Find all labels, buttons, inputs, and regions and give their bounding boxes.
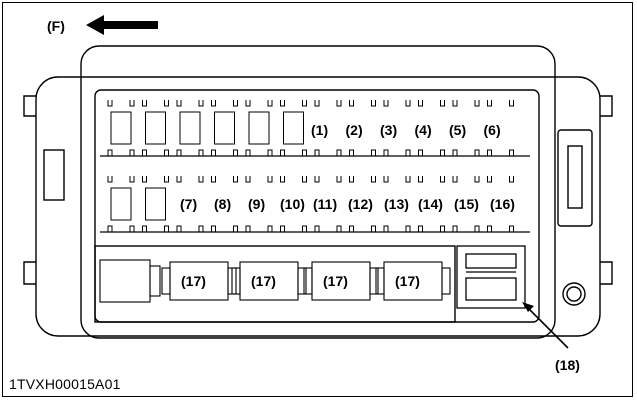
fuse-slot xyxy=(452,100,480,156)
fuse-label: (11) xyxy=(313,196,337,212)
fuse-label: (5) xyxy=(449,122,466,138)
relay-slot xyxy=(303,261,379,301)
relay-label: (17) xyxy=(395,273,420,289)
fuse-label: (2) xyxy=(346,122,363,138)
fuse-box-housing xyxy=(23,45,613,339)
fuse-slot xyxy=(418,100,445,156)
fuse-label: (16) xyxy=(490,196,515,212)
fuse-label: (4) xyxy=(415,122,432,138)
document-id: 1TVXH00015A01 xyxy=(9,376,121,392)
relay-slot xyxy=(375,261,451,301)
fuse-label: (13) xyxy=(384,196,409,212)
fuse-labels-row-2: (7) (8) (9) (10) (11) (12) (13) (14) (15) (16) xyxy=(180,196,515,212)
fuse-slot xyxy=(245,176,273,232)
fuse-labels-row-1: (1) (2) (3) (4) (5) (6) xyxy=(311,122,501,138)
fuse-row-1 xyxy=(107,100,514,156)
relay-labels: (17) (17) (17) (17) xyxy=(181,273,420,289)
callout-arrow xyxy=(522,302,569,349)
fuse-slot xyxy=(452,176,480,232)
fuse-slot xyxy=(487,100,514,156)
relay-label: (17) xyxy=(181,273,206,289)
fuse-slot xyxy=(349,100,376,156)
fuse-slot xyxy=(211,100,238,156)
fuse-slot xyxy=(245,100,273,156)
fuse-slot xyxy=(176,176,204,232)
relay-label: (17) xyxy=(251,273,276,289)
fuse-slot xyxy=(314,176,342,232)
arrow-left-icon xyxy=(86,15,158,35)
fuse-label: (7) xyxy=(180,196,197,212)
fuse-slot xyxy=(142,100,169,156)
fuse-row-dividers xyxy=(100,155,530,233)
fuse-label: (12) xyxy=(348,196,373,212)
relay-label: (17) xyxy=(323,273,348,289)
diagram-frame xyxy=(2,2,633,397)
fuse-slot xyxy=(314,100,342,156)
relay-slot xyxy=(231,261,307,301)
fuse-slot xyxy=(107,100,135,156)
fuse-slot xyxy=(383,176,411,232)
relay-row xyxy=(99,259,451,303)
fuse-label: (1) xyxy=(311,122,328,138)
fuse-label: (10) xyxy=(280,196,305,212)
fuse-slot xyxy=(349,176,376,232)
fuse-slot xyxy=(280,176,307,232)
fuse-slot xyxy=(280,100,307,156)
fuse-slot xyxy=(142,176,169,232)
front-label: (F) xyxy=(47,18,65,34)
fuse-slot xyxy=(211,176,238,232)
fuse-row-2 xyxy=(107,176,514,232)
fuse-label: (3) xyxy=(380,122,397,138)
fuse-label: (14) xyxy=(418,196,443,212)
fuse-slot xyxy=(418,176,445,232)
fuse-slot xyxy=(107,176,135,232)
connector-18 xyxy=(456,245,526,309)
fuse-slot xyxy=(487,176,514,232)
fuse-label: (6) xyxy=(484,122,501,138)
fuse-slot xyxy=(176,100,204,156)
fuse-label: (8) xyxy=(214,196,231,212)
fuse-slot xyxy=(383,100,411,156)
fuse-label: (9) xyxy=(248,196,265,212)
fuse-label: (15) xyxy=(454,196,479,212)
callout-label-18: (18) xyxy=(555,357,580,373)
